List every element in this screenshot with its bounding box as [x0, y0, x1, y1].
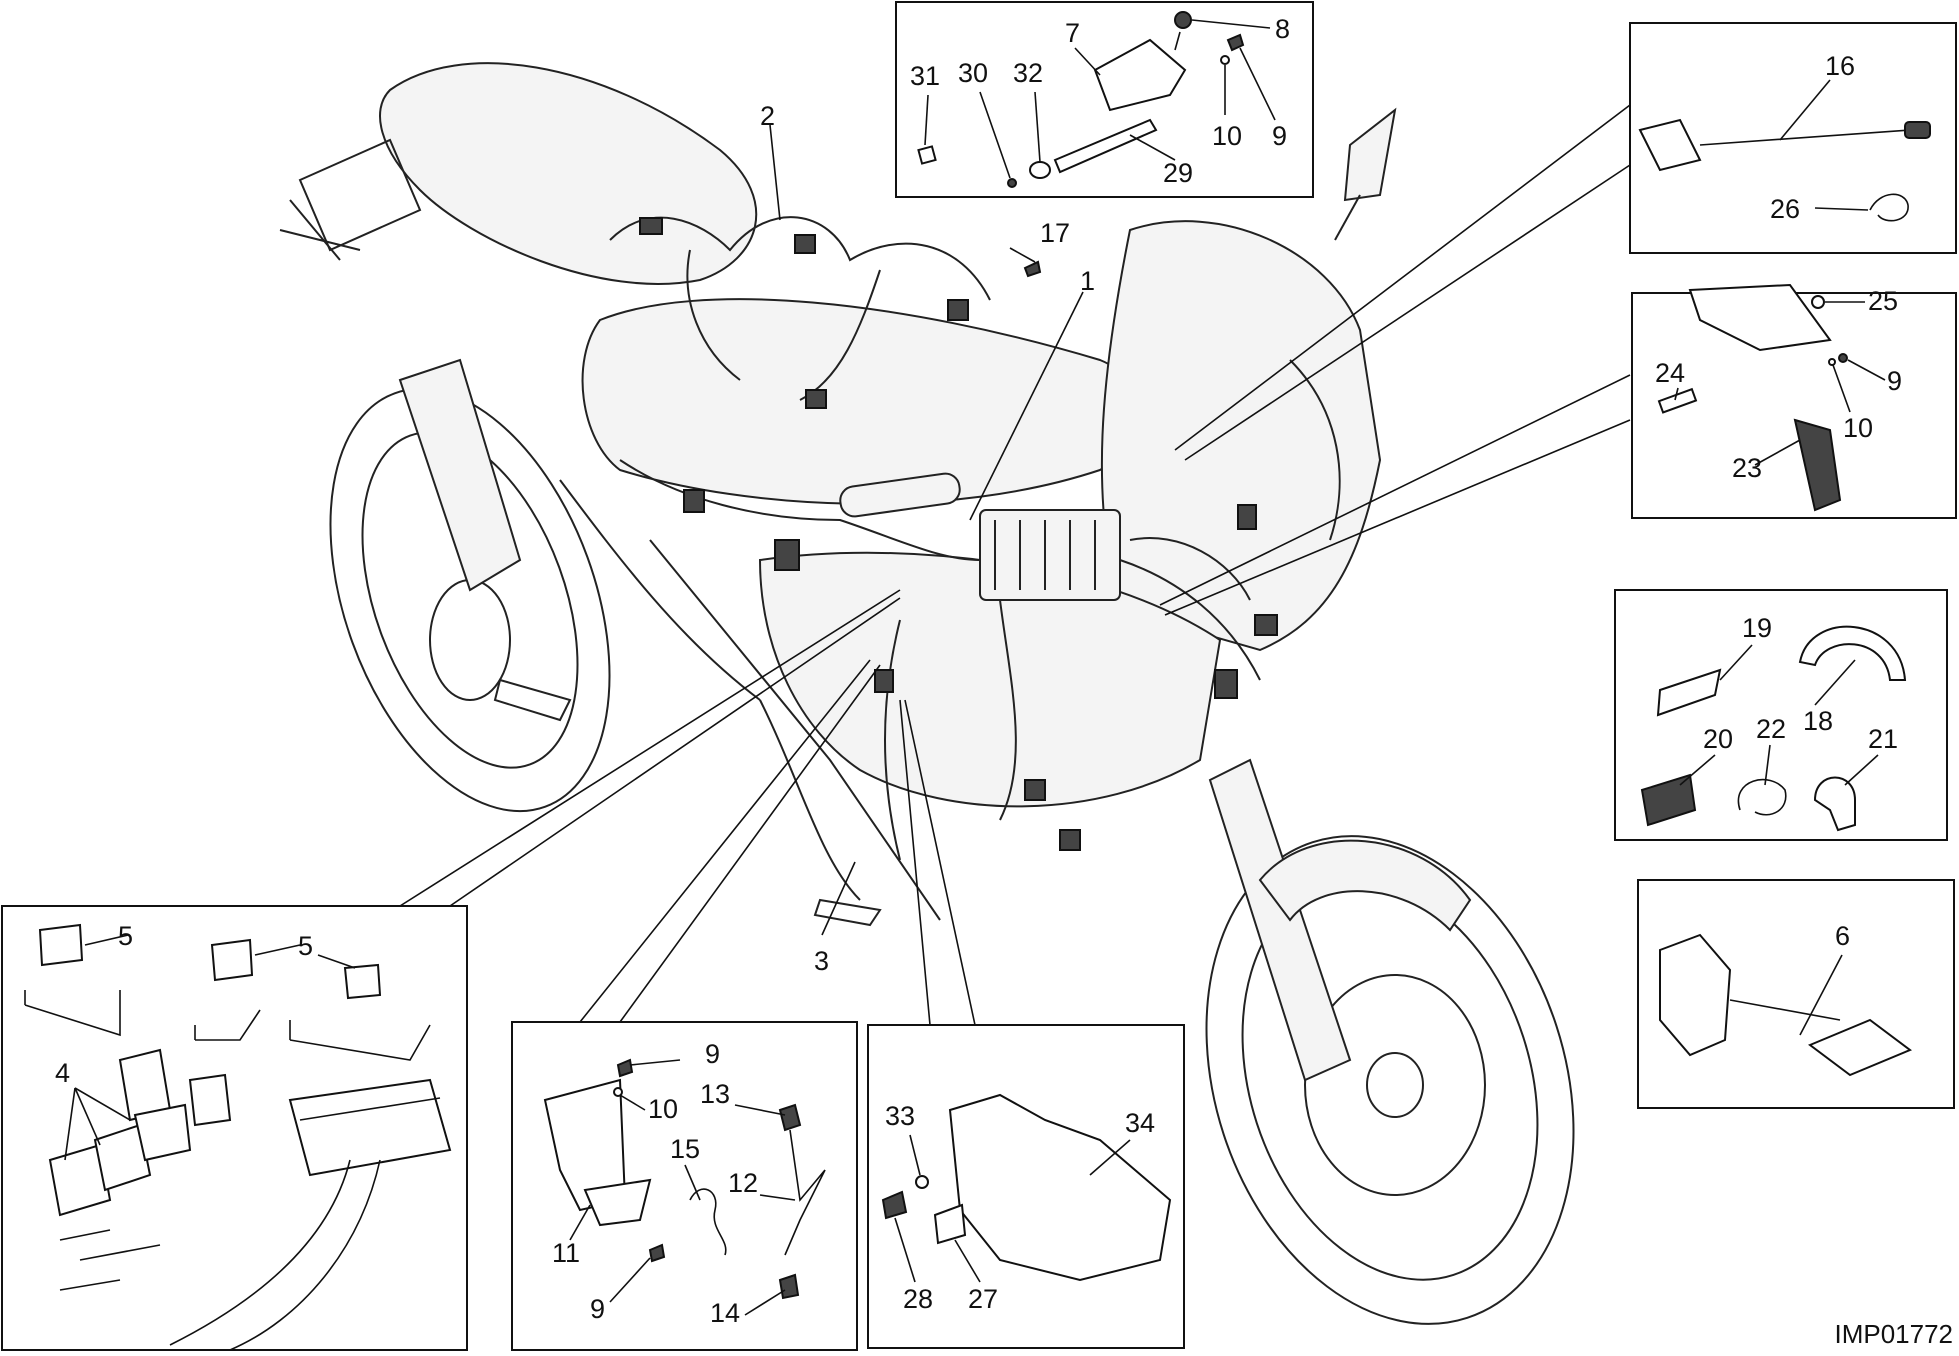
callout-6: 6	[1835, 921, 1850, 951]
callout-9d: 9	[590, 1294, 605, 1324]
callout-13: 13	[700, 1079, 730, 1109]
callout-23: 23	[1732, 453, 1762, 483]
detail-box-sensor-cable	[1629, 22, 1957, 254]
callout-10c: 10	[648, 1094, 678, 1124]
callout-leaders	[64, 19, 1886, 1316]
detail-box-bracket-cables	[511, 1021, 858, 1351]
detail-box-cover	[867, 1024, 1185, 1349]
callout-14: 14	[710, 1298, 740, 1328]
callout-3: 3	[814, 946, 829, 976]
callout-16: 16	[1825, 51, 1855, 81]
callout-17: 17	[1040, 218, 1070, 248]
callout-11: 11	[552, 1238, 580, 1268]
callout-30: 30	[958, 58, 988, 88]
detail-box-fasteners	[1614, 589, 1948, 841]
callout-24: 24	[1655, 358, 1685, 388]
callout-9c: 9	[705, 1039, 720, 1069]
callout-7: 7	[1065, 18, 1080, 48]
callout-4: 4	[55, 1058, 70, 1088]
callout-25: 25	[1868, 286, 1898, 316]
callout-22: 22	[1756, 714, 1786, 744]
drawing-code: IMP01772	[1834, 1319, 1953, 1349]
callout-33: 33	[885, 1101, 915, 1131]
callout-8: 8	[1275, 14, 1290, 44]
leader-lines	[399, 104, 1631, 1026]
callout-labels: 1 2 3 4 5 5 6 7 8 9 10 29 30 31 32 16 26…	[55, 14, 1902, 1328]
callout-21: 21	[1868, 724, 1898, 754]
callout-2: 2	[760, 101, 775, 131]
callout-26: 26	[1770, 194, 1800, 224]
motorcycle-illustration	[279, 62, 1575, 1325]
callout-10b: 10	[1843, 413, 1873, 443]
callout-15: 15	[670, 1134, 700, 1164]
callout-5b: 5	[298, 931, 313, 961]
callout-27: 27	[968, 1284, 998, 1314]
detail-box-mirror-bracket	[1631, 283, 1957, 519]
callout-18: 18	[1803, 706, 1833, 736]
callout-19: 19	[1742, 613, 1772, 643]
callout-34: 34	[1125, 1108, 1155, 1138]
callout-32: 32	[1013, 58, 1043, 88]
detail-box-fuses-relays	[1, 905, 468, 1351]
callout-29: 29	[1163, 158, 1193, 188]
callout-12: 12	[728, 1168, 758, 1198]
callout-28: 28	[903, 1284, 933, 1314]
callout-9a: 9	[1272, 121, 1287, 151]
detail-box-connector-6	[1637, 879, 1955, 1109]
callout-1: 1	[1080, 266, 1095, 296]
callout-10a: 10	[1212, 121, 1242, 151]
callout-20: 20	[1703, 724, 1733, 754]
callout-9b: 9	[1887, 366, 1902, 396]
callout-31: 31	[910, 61, 940, 91]
detail-box-ignition-bracket	[895, 1, 1314, 198]
